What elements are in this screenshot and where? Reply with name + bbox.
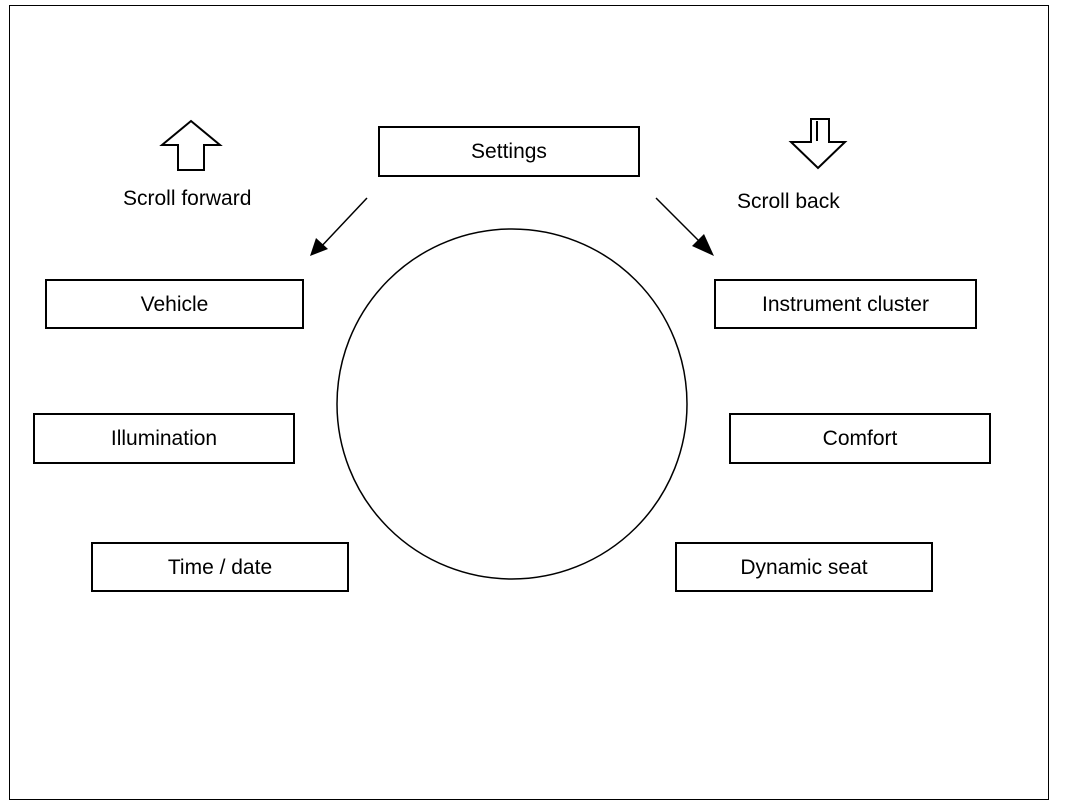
menu-item-time-date: Time / date: [91, 542, 349, 592]
scroll-back-label: Scroll back: [737, 190, 840, 213]
diagram-frame: [9, 5, 1049, 800]
scroll-forward-label: Scroll forward: [123, 187, 252, 210]
menu-item-instrument-cluster: Instrument cluster: [714, 279, 977, 329]
menu-item-vehicle: Vehicle: [45, 279, 304, 329]
settings-box: Settings: [378, 126, 640, 177]
menu-item-illumination: Illumination: [33, 413, 295, 464]
menu-item-comfort: Comfort: [729, 413, 991, 464]
menu-item-dynamic-seat: Dynamic seat: [675, 542, 933, 592]
